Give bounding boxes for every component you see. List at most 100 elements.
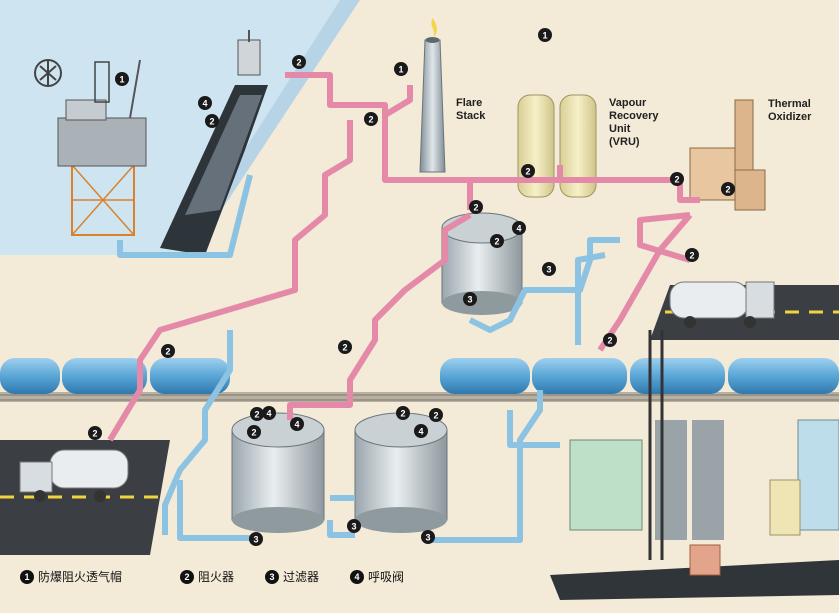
- marker-badge: [161, 344, 175, 358]
- marker-number: 2: [433, 411, 438, 421]
- legend-text: 呼吸阀: [368, 570, 405, 584]
- legend-item-3: 3 过滤器: [265, 568, 319, 585]
- marker-number: 4: [516, 224, 521, 234]
- legend-number: 4: [350, 569, 364, 584]
- legend-text: 过滤器: [283, 570, 320, 584]
- marker-badge: [721, 182, 735, 196]
- marker-badge: [292, 55, 306, 69]
- marker-number: 4: [418, 427, 423, 437]
- offshore-platform: [57, 59, 147, 236]
- marker-badge: [250, 407, 264, 421]
- valve-marker-2: 2: [670, 172, 684, 186]
- marker-number: 2: [674, 175, 679, 185]
- marker-badge: [338, 340, 352, 354]
- marker-badge: [88, 426, 102, 440]
- company-logo-icon: [34, 59, 62, 87]
- valve-marker-1: 1: [538, 28, 552, 42]
- marker-number: 2: [400, 409, 405, 419]
- thermal-oxidizer-label: Thermal Oxidizer: [768, 98, 812, 123]
- valve-marker-1: 1: [394, 62, 408, 76]
- marker-badge: [414, 424, 428, 438]
- marker-number: 2: [209, 117, 214, 127]
- marker-number: 1: [542, 31, 547, 41]
- valve-marker-1: 1: [115, 72, 129, 86]
- marker-number: 2: [607, 336, 612, 346]
- marker-number: 1: [119, 75, 124, 85]
- marker-number: 2: [368, 115, 373, 125]
- marker-number: 3: [253, 535, 258, 545]
- valve-marker-2: 2: [88, 426, 102, 440]
- marker-badge: [290, 417, 304, 431]
- marker-number: 2: [165, 347, 170, 357]
- valve-marker-2: 2: [521, 164, 535, 178]
- marker-number: 2: [689, 251, 694, 261]
- marker-number: 1: [398, 65, 403, 75]
- valve-marker-2: 2: [364, 112, 378, 126]
- rail-tank-cars: [0, 358, 839, 394]
- valve-marker-2: 2: [429, 408, 443, 422]
- valve-marker-2: 2: [205, 114, 219, 128]
- flare-stack-label: Flare Stack: [456, 97, 486, 122]
- marker-badge: [538, 28, 552, 42]
- legend-item-4: 4 呼吸阀: [350, 568, 404, 585]
- valve-marker-4: 4: [414, 424, 428, 438]
- marker-badge: [364, 112, 378, 126]
- marker-badge: [469, 200, 483, 214]
- vapour-recovery-unit: [517, 94, 597, 198]
- valve-marker-2: 2: [490, 234, 504, 248]
- marker-badge: [262, 406, 276, 420]
- legend: 1 防爆阻火透气帽 2 阻火器 3 过滤器 4 呼吸阀: [20, 568, 490, 590]
- valve-marker-2: 2: [292, 55, 306, 69]
- storage-tank-lower-left: [231, 412, 325, 533]
- valve-marker-3: 3: [463, 292, 477, 306]
- valve-marker-2: 2: [247, 425, 261, 439]
- tanker-ship: [160, 30, 268, 255]
- legend-number: 2: [180, 569, 194, 584]
- tank-truck-right: [669, 281, 775, 328]
- marker-badge: [247, 425, 261, 439]
- legend-text: 防爆阻火透气帽: [38, 570, 123, 584]
- marker-badge: [396, 406, 410, 420]
- vru-label: Vapour Recovery Unit (VRU): [609, 97, 659, 148]
- valve-marker-3: 3: [347, 519, 361, 533]
- marker-badge: [115, 72, 129, 86]
- marker-number: 2: [296, 58, 301, 68]
- valve-marker-2: 2: [685, 248, 699, 262]
- valve-marker-4: 4: [512, 221, 526, 235]
- valve-marker-4: 4: [262, 406, 276, 420]
- marker-badge: [670, 172, 684, 186]
- storage-tank-upper: [441, 212, 523, 315]
- marker-number: 3: [467, 295, 472, 305]
- valve-marker-2: 2: [396, 406, 410, 420]
- marker-number: 2: [342, 343, 347, 353]
- valve-marker-2: 2: [161, 344, 175, 358]
- marker-badge: [521, 164, 535, 178]
- valve-marker-3: 3: [421, 530, 435, 544]
- marker-badge: [512, 221, 526, 235]
- valve-marker-2: 2: [338, 340, 352, 354]
- marker-number: 2: [92, 429, 97, 439]
- marker-number: 3: [425, 533, 430, 543]
- valve-marker-2: 2: [250, 407, 264, 421]
- legend-text: 阻火器: [198, 570, 235, 584]
- marker-badge: [685, 248, 699, 262]
- marker-number: 2: [525, 167, 530, 177]
- valve-marker-4: 4: [290, 417, 304, 431]
- valve-marker-3: 3: [249, 532, 263, 546]
- sea-area: [0, 0, 355, 255]
- valve-marker-2: 2: [721, 182, 735, 196]
- marker-badge: [198, 96, 212, 110]
- storage-tank-lower-right: [354, 412, 448, 533]
- marker-number: 2: [494, 237, 499, 247]
- valve-marker-2: 2: [603, 333, 617, 347]
- marker-badge: [542, 262, 556, 276]
- refinery-complex: [550, 330, 839, 600]
- tank-truck-left: [19, 449, 129, 502]
- valve-marker-4: 4: [198, 96, 212, 110]
- legend-number: 1: [20, 569, 34, 584]
- flare-stack: [419, 18, 446, 173]
- valve-marker-3: 3: [542, 262, 556, 276]
